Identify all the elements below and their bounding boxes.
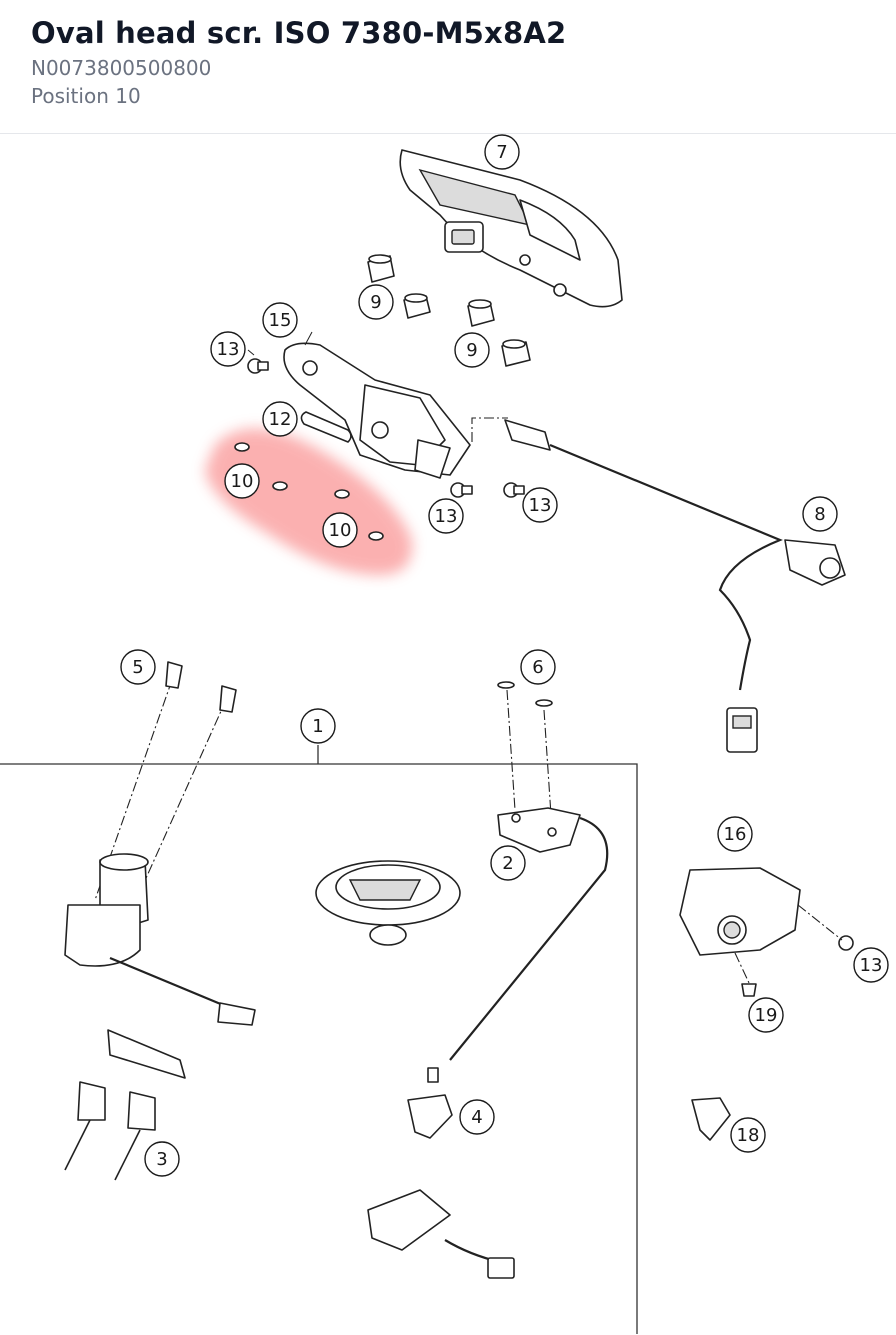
callout-circle [520, 649, 556, 685]
callout-number: 13 [217, 339, 240, 360]
callout-number: 13 [860, 955, 883, 976]
callout-circle [717, 816, 753, 852]
callout-number: 1 [312, 716, 323, 737]
callout-13[interactable]: 13 [853, 947, 889, 983]
screw-6-parts[interactable] [497, 681, 553, 831]
control-unit-part[interactable] [367, 1189, 515, 1279]
callout-circle [802, 496, 838, 532]
callout-10[interactable]: 10 [224, 463, 260, 499]
callout-number: 15 [269, 310, 292, 331]
callout-13[interactable]: 13 [522, 487, 558, 523]
callout-circle [210, 331, 246, 367]
callout-number: 3 [156, 1149, 167, 1170]
callout-18[interactable]: 18 [730, 1117, 766, 1153]
callout-circle [522, 487, 558, 523]
callout-circle [322, 512, 358, 548]
callout-circle [428, 498, 464, 534]
pin-part[interactable] [300, 411, 352, 443]
callout-9[interactable]: 9 [454, 332, 490, 368]
callout-circle [262, 302, 298, 338]
instrument-cluster-part[interactable] [399, 149, 623, 308]
rubber-grommet-parts[interactable] [367, 254, 531, 367]
clip-18-part[interactable] [691, 1097, 731, 1141]
callout-number: 7 [496, 142, 507, 163]
callout-circle [358, 284, 394, 320]
part-position: Position 10 [31, 84, 141, 108]
callout-circle [853, 947, 889, 983]
callout-circle [484, 134, 520, 170]
callout-4[interactable]: 4 [459, 1099, 495, 1135]
callout-7[interactable]: 7 [484, 134, 520, 170]
callout-circle [262, 401, 298, 437]
ignition-lock-part[interactable] [64, 853, 256, 1026]
callout-15[interactable]: 15 [262, 302, 298, 338]
connector-part-4[interactable] [407, 1067, 453, 1139]
callout-circle [120, 649, 156, 685]
callout-10[interactable]: 10 [322, 512, 358, 548]
callout-12[interactable]: 12 [262, 401, 298, 437]
callout-number: 2 [502, 853, 513, 874]
bracket-part[interactable] [283, 342, 471, 479]
callout-6[interactable]: 6 [520, 649, 556, 685]
callout-circle [144, 1141, 180, 1177]
screw-19-part[interactable] [741, 983, 757, 997]
callout-2[interactable]: 2 [490, 845, 526, 881]
part-number: N0073800500800 [31, 56, 212, 80]
callout-number: 16 [724, 824, 747, 845]
callout-circle [490, 845, 526, 881]
callout-number: 9 [370, 292, 381, 313]
callout-19[interactable]: 19 [748, 997, 784, 1033]
leader-lines [247, 331, 313, 356]
callout-number: 4 [471, 1107, 482, 1128]
callout-circle [459, 1099, 495, 1135]
lock-housing-part[interactable] [679, 867, 843, 986]
callout-number: 10 [231, 471, 254, 492]
screw-13-parts[interactable] [247, 358, 854, 951]
callout-number: 5 [132, 657, 143, 678]
callout-circle [748, 997, 784, 1033]
sensor-part-2[interactable] [449, 807, 609, 1061]
position-10-highlight[interactable] [205, 428, 413, 575]
callout-5[interactable]: 5 [120, 649, 156, 685]
callout-number: 9 [466, 340, 477, 361]
part-title: Oval head scr. ISO 7380-M5x8A2 [31, 16, 567, 50]
callout-circle [224, 463, 260, 499]
callout-number: 18 [737, 1125, 760, 1146]
callout-13[interactable]: 13 [428, 498, 464, 534]
fuel-cap-part[interactable] [315, 860, 461, 946]
wiring-harness-part[interactable] [471, 417, 846, 753]
callout-circle [454, 332, 490, 368]
callout-13[interactable]: 13 [210, 331, 246, 367]
callout-number: 6 [532, 657, 543, 678]
callout-circle [730, 1117, 766, 1153]
callout-9[interactable]: 9 [358, 284, 394, 320]
key-set-part[interactable] [64, 1029, 186, 1181]
part-header: Oval head scr. ISO 7380-M5x8A2 N00738005… [0, 0, 896, 134]
callout-16[interactable]: 16 [717, 816, 753, 852]
callout-8[interactable]: 8 [802, 496, 838, 532]
callout-number: 19 [755, 1005, 778, 1026]
callout-number: 12 [269, 409, 292, 430]
oval-head-screw-parts[interactable] [234, 442, 384, 541]
callout-3[interactable]: 3 [144, 1141, 180, 1177]
callout-number: 13 [529, 495, 552, 516]
callout-circle [300, 708, 336, 744]
assembly-group-1-box [0, 745, 638, 1334]
callout-number: 13 [435, 506, 458, 527]
callout-number: 10 [329, 520, 352, 541]
callout-number: 8 [814, 504, 825, 525]
callout-1[interactable]: 1 [300, 708, 336, 744]
